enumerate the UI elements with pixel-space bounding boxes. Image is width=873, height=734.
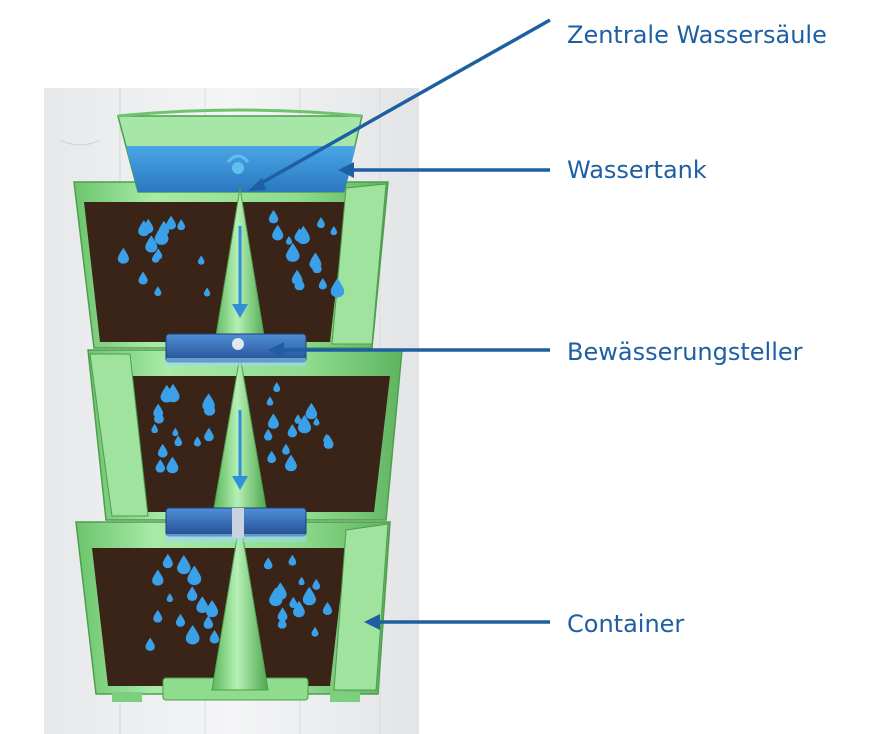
label-zentrale-wassersaeule: Zentrale Wassersäule <box>567 21 827 49</box>
label-bewaesserungsteller: Bewässerungsteller <box>567 338 803 366</box>
callout-line-column <box>255 18 551 188</box>
container-wall <box>333 523 389 691</box>
water-flow-arrows <box>232 226 248 490</box>
water-tank <box>117 108 363 193</box>
label-container: Container <box>567 610 685 638</box>
irrigation-plate <box>165 333 307 366</box>
callout-arrows <box>248 18 551 630</box>
label-wassertank: Wassertank <box>567 156 707 184</box>
irrigation-plate-lower <box>165 507 307 542</box>
